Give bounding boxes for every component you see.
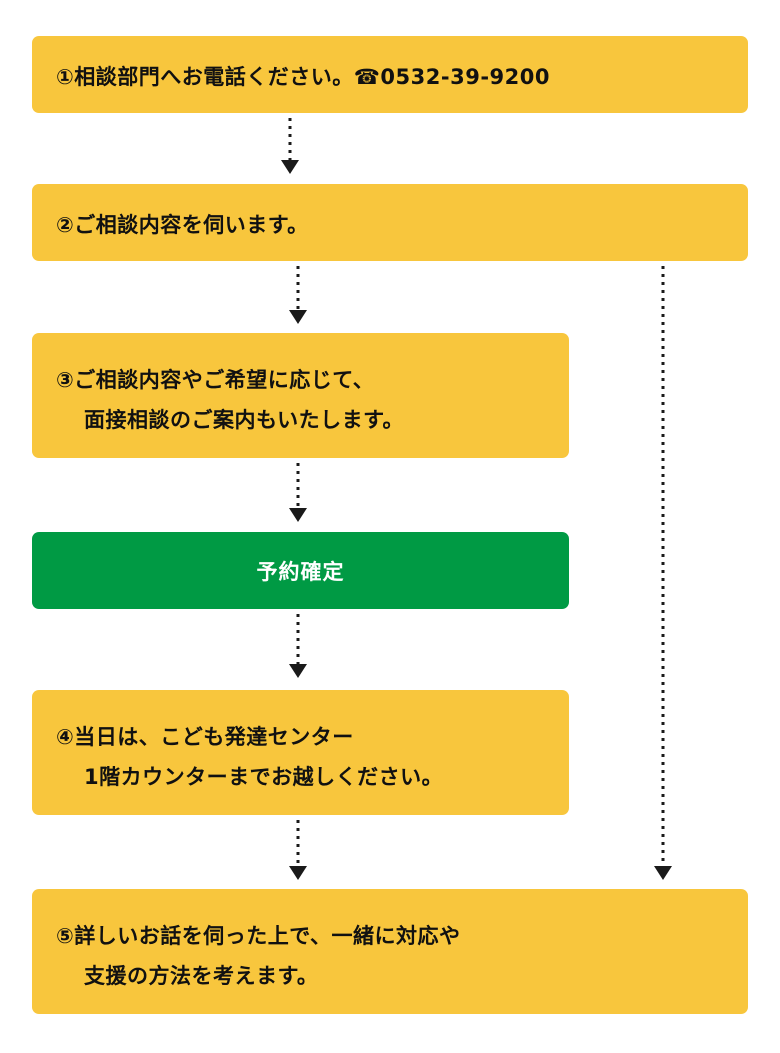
step-3-line-1: ③ご相談内容やご希望に応じて、 [56, 368, 375, 392]
step-3-box: ③ご相談内容やご希望に応じて、 面接相談のご案内もいたします。 [32, 333, 569, 458]
step-3-line-2: 面接相談のご案内もいたします。 [84, 408, 404, 432]
arrowhead-2-3-icon [289, 310, 307, 324]
step-1-text: ①相談部門へお電話ください。☎0532-39-9200 [56, 65, 550, 89]
step-4-line-1: ④当日は、こども発達センター [56, 725, 354, 749]
step-2-text: ②ご相談内容を伺います。 [56, 213, 309, 237]
step-5-box: ⑤詳しいお話を伺った上で、一緒に対応や 支援の方法を考えます。 [32, 889, 748, 1014]
arrowhead-1-2-icon [281, 160, 299, 174]
step-5-line-2: 支援の方法を考えます。 [84, 964, 319, 988]
step-4-box: ④当日は、こども発達センター 1階カウンターまでお越しください。 [32, 690, 569, 815]
reservation-confirmed-text: 予約確定 [256, 559, 345, 584]
step-1-box: ①相談部門へお電話ください。☎0532-39-9200 [32, 36, 748, 113]
arrowhead-confirm-4-icon [289, 664, 307, 678]
reservation-confirmed-box: 予約確定 [32, 532, 569, 609]
step-5-line-1: ⑤詳しいお話を伺った上で、一緒に対応や [56, 924, 461, 948]
arrowhead-3-confirm-icon [289, 508, 307, 522]
step-4-line-2: 1階カウンターまでお越しください。 [84, 765, 444, 789]
arrowhead-4-5-icon [289, 866, 307, 880]
arrowhead-2-5-bypass-icon [654, 866, 672, 880]
step-2-box: ②ご相談内容を伺います。 [32, 184, 748, 261]
